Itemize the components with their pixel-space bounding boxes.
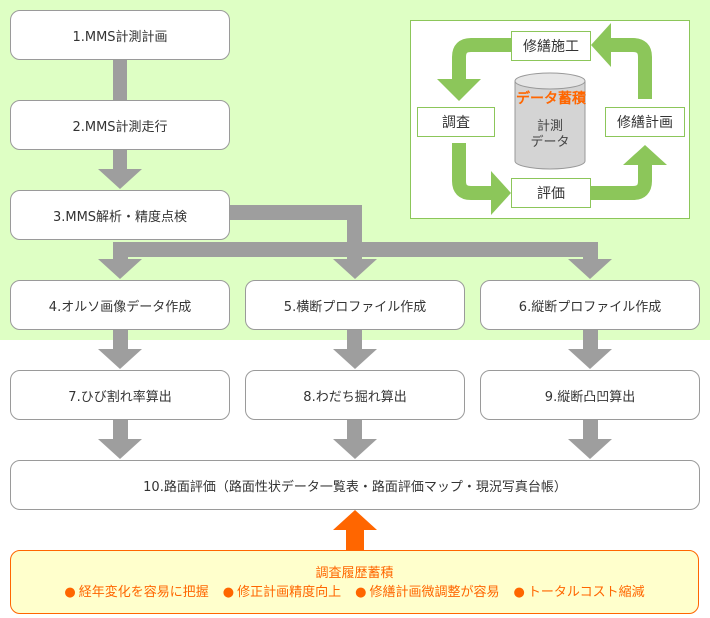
arrow-head-4-7 [98, 349, 142, 369]
step-9-unevenness: 9.縦断凸凹算出 [480, 370, 700, 420]
bullet-icon: ● [355, 585, 367, 600]
step-2-mms-run: 2.MMS計測走行 [10, 100, 230, 150]
connector-9-10 [583, 419, 598, 441]
cycle-arrowhead-to-plan [623, 145, 667, 165]
history-benefits-list: ●経年変化を容易に把握 ●修正計画精度向上 ●修繕計画微調整が容易 ●トータルコ… [11, 583, 698, 603]
cycle-arrow-survey-to-eval [452, 143, 493, 200]
cycle-arrow-eval-to-plan [591, 163, 652, 200]
step-3-label: 3.MMS解析・精度点検 [52, 209, 188, 225]
database-cylinder-icon [514, 81, 586, 170]
cycle-arrowhead-to-eval [491, 171, 511, 215]
connector-bus-left-drop [113, 242, 128, 260]
history-accumulation-box: 調査履歴蓄積 ●経年変化を容易に把握 ●修正計画精度向上 ●修繕計画微調整が容易… [10, 550, 699, 614]
connector-bus-right-drop [583, 242, 598, 260]
arrow-head-7-10 [98, 439, 142, 459]
arrow-head-6-9 [568, 349, 612, 369]
cycle-arrows [437, 23, 667, 215]
step-6-label: 6.縦断プロファイル作成 [518, 299, 662, 315]
connector-5-8 [347, 329, 362, 351]
step-2-label: 2.MMS計測走行 [72, 119, 168, 135]
arrow-head-5-8 [333, 349, 377, 369]
history-item: ●修繕計画微調整が容易 [355, 585, 500, 600]
cycle-step-plan: 修繕計画 [605, 107, 685, 137]
measurement-data-label: 計測 データ [530, 119, 570, 150]
orange-up-arrow-icon [333, 510, 377, 550]
history-title: 調査履歴蓄積 [315, 566, 394, 581]
cycle-step-evaluation: 評価 [511, 178, 591, 208]
step-7-crack-rate: 7.ひび割れ率算出 [10, 370, 230, 420]
step-4-ortho-image: 4.オルソ画像データ作成 [10, 280, 230, 330]
step-9-label: 9.縦断凸凹算出 [544, 389, 636, 405]
connector-3-right [229, 205, 362, 220]
data-accumulation-label: データ蓄積 [516, 91, 586, 107]
bullet-icon: ● [64, 585, 76, 600]
arrow-head-2-3 [98, 169, 142, 189]
cycle-arrow-plan-to-construction [609, 38, 652, 99]
maintenance-cycle-panel: 修繕施工 調査 修繕計画 評価 データ蓄積 計測 データ [410, 20, 690, 219]
step-10-label: 10.路面評価（路面性状データ一覧表・路面評価マップ・現況写真台帳） [143, 479, 567, 495]
step-10-road-evaluation: 10.路面評価（路面性状データ一覧表・路面評価マップ・現況写真台帳） [10, 460, 700, 510]
step-3-mms-analysis: 3.MMS解析・精度点検 [10, 190, 230, 240]
connector-horizontal-bus [113, 242, 598, 257]
connector-7-10 [113, 419, 128, 441]
arrow-head-to-5 [333, 259, 377, 279]
arrow-head-to-6 [568, 259, 612, 279]
step-6-long-profile: 6.縦断プロファイル作成 [480, 280, 700, 330]
step-8-label: 8.わだち掘れ算出 [303, 389, 407, 405]
history-item: ●経年変化を容易に把握 [64, 585, 209, 600]
connector-6-9 [583, 329, 598, 351]
connector-2-3 [113, 149, 127, 171]
step-1-label: 1.MMS計測計画 [72, 29, 168, 45]
cycle-arrowhead-to-survey [437, 79, 481, 101]
connector-1-2 [113, 59, 127, 100]
step-8-rutting: 8.わだち掘れ算出 [245, 370, 465, 420]
arrow-head-9-10 [568, 439, 612, 459]
step-5-cross-profile: 5.横断プロファイル作成 [245, 280, 465, 330]
step-5-label: 5.横断プロファイル作成 [283, 299, 427, 315]
bullet-icon: ● [513, 585, 525, 600]
connector-8-10 [347, 419, 362, 441]
bullet-icon: ● [222, 585, 235, 600]
cycle-step-survey: 調査 [417, 107, 495, 137]
step-4-label: 4.オルソ画像データ作成 [48, 299, 192, 315]
arrow-head-to-4 [98, 259, 142, 279]
arrow-head-8-10 [333, 439, 377, 459]
cycle-arrowhead-to-construction [591, 23, 611, 67]
cycle-step-construction: 修繕施工 [511, 31, 591, 61]
connector-4-7 [113, 329, 128, 351]
history-item: ●修正計画精度向上 [222, 585, 342, 600]
step-7-label: 7.ひび割れ率算出 [68, 389, 172, 405]
step-1-mms-plan: 1.MMS計測計画 [10, 10, 230, 60]
cycle-arrow-construction-to-survey [452, 38, 511, 81]
history-item: ●トータルコスト縮減 [513, 585, 645, 600]
